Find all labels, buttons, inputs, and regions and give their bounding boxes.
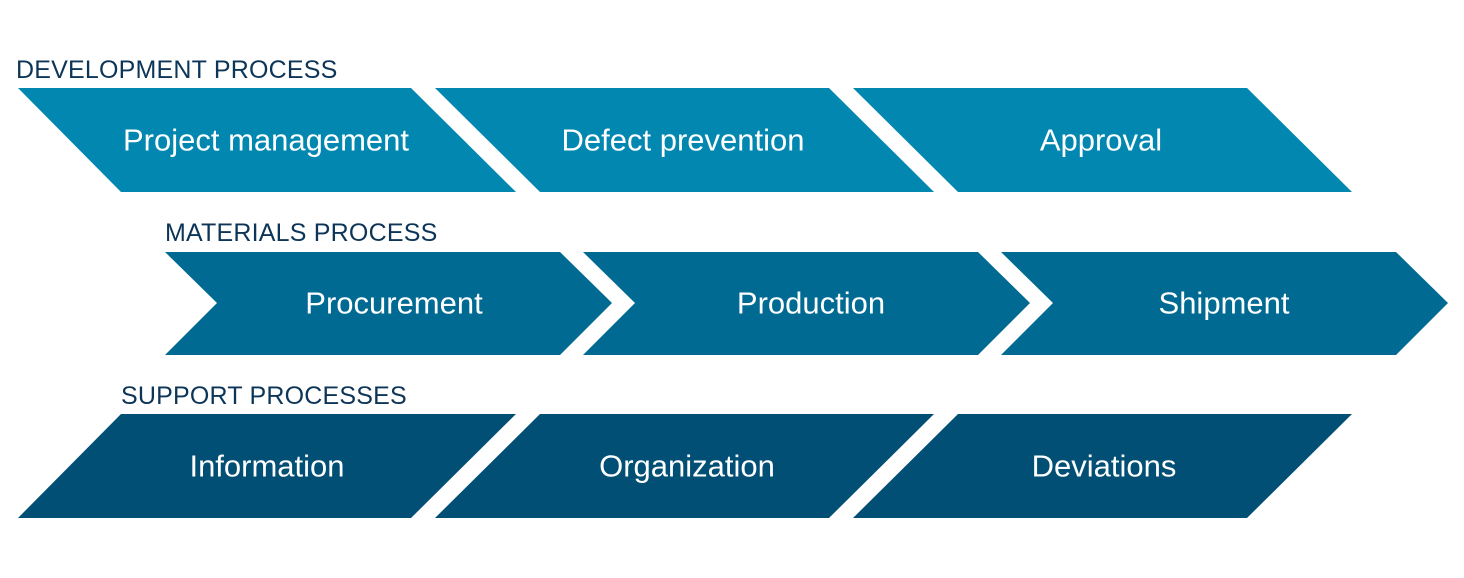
support-step-label: Information [189, 449, 344, 484]
row-label-materials-process: MATERIALS PROCESS [165, 219, 438, 247]
support-step-shape [435, 414, 934, 518]
development-step-label: Project management [123, 123, 409, 158]
development-process-row: Project management Defect prevention App… [18, 88, 1352, 192]
support-step-label: Deviations [1032, 449, 1177, 484]
support-step-label: Organization [599, 449, 775, 484]
support-step-shape [18, 414, 516, 518]
development-step-label: Approval [1040, 123, 1162, 158]
materials-step-shape [165, 252, 612, 355]
development-step-shape [18, 88, 516, 192]
support-processes-row: Information Organization Deviations [18, 414, 1352, 518]
row-label-support-processes: SUPPORT PROCESSES [121, 382, 407, 410]
support-step-shape [853, 414, 1352, 518]
development-step-shape [435, 88, 934, 192]
materials-process-row: Procurement Production Shipment [165, 252, 1448, 355]
row-label-development-process: DEVELOPMENT PROCESS [16, 56, 338, 84]
materials-step-shape [583, 252, 1030, 355]
materials-step-label: Shipment [1159, 286, 1290, 321]
materials-step-shape [1001, 252, 1448, 355]
materials-step-label: Production [737, 286, 885, 321]
development-step-label: Defect prevention [562, 123, 805, 158]
materials-step-label: Procurement [305, 286, 483, 321]
development-step-shape [853, 88, 1352, 192]
